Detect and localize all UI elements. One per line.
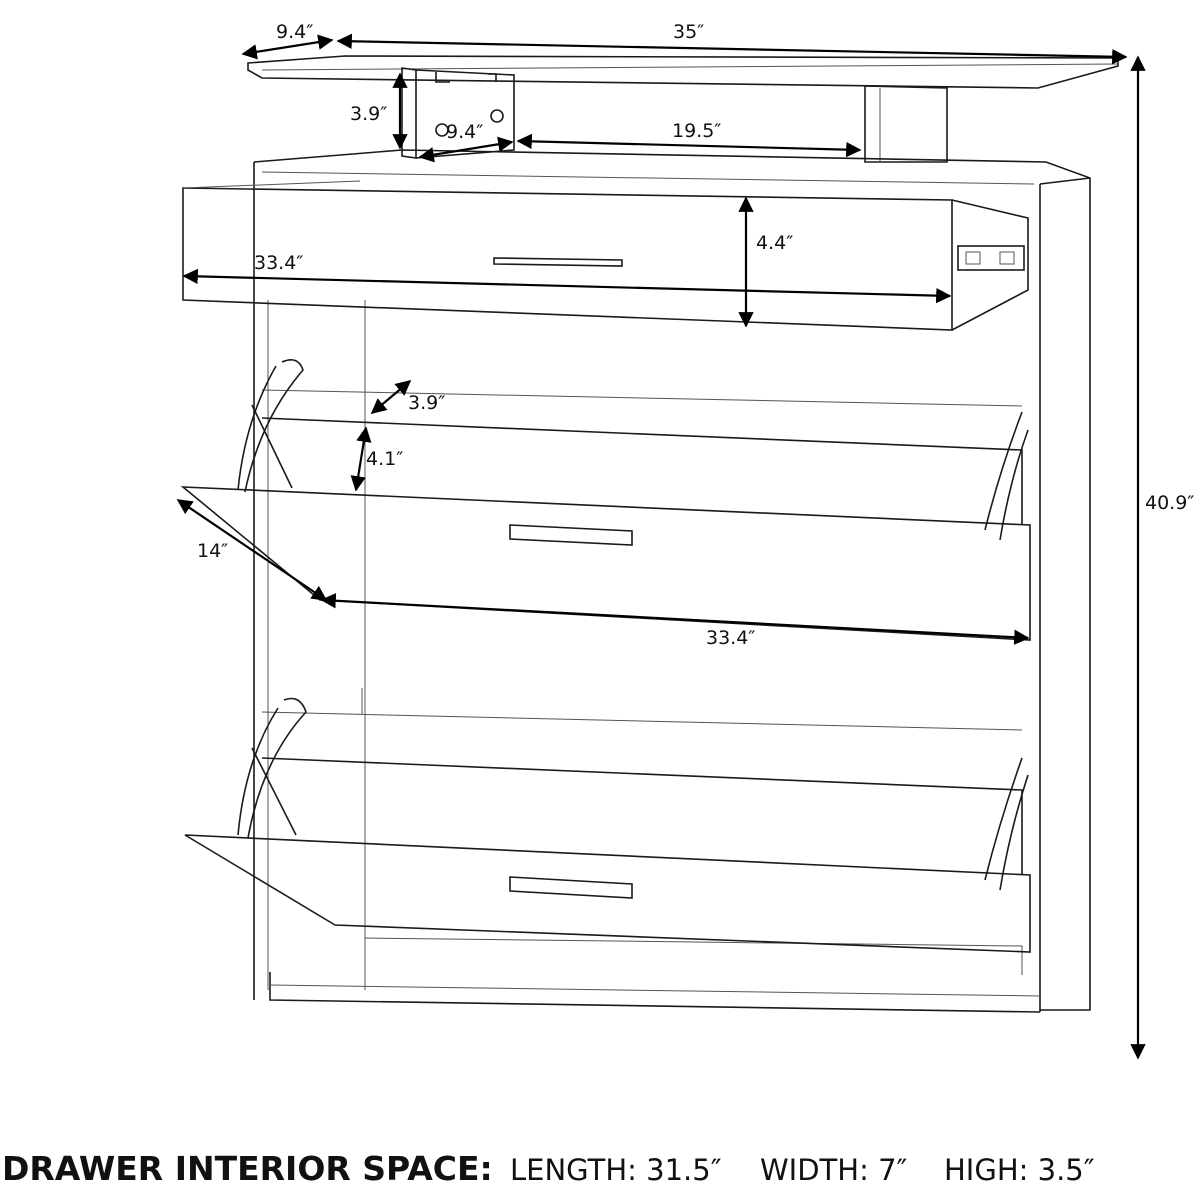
top-width-label: 35″ [673, 21, 704, 43]
caption-title: DRAWER INTERIOR SPACE: [2, 1149, 493, 1188]
flip-depth-label: 14″ [197, 540, 228, 562]
shelf-opening-arrow [516, 133, 862, 158]
flip-width-arrow [320, 593, 1030, 645]
compartment-depth-arrow [370, 380, 412, 414]
drawer-slide-rail [957, 245, 1025, 271]
compartment-depth-label: 3.9″ [408, 392, 445, 414]
shelf-depth-label: 9.4″ [446, 121, 483, 143]
drawer-width-label: 33.4″ [254, 252, 303, 274]
caption-length: LENGTH: 31.5″ [510, 1153, 722, 1187]
compartment-height-arrow [350, 426, 372, 492]
upper-door-handle [509, 524, 633, 546]
plinth [269, 972, 1041, 1013]
cabinet-illustration [180, 55, 1119, 1013]
total-height-label: 40.9″ [1145, 492, 1194, 514]
top-depth-label: 9.4″ [276, 21, 313, 43]
drawer-height-label: 4.4″ [756, 232, 793, 254]
drawer-handle [493, 257, 623, 267]
dimension-labels: 9.4″ 35″ 40.9″ 3.9″ 9.4″ 19.5″ 4.4″ 33.4… [197, 21, 1194, 649]
flip-width-label: 33.4″ [706, 627, 755, 649]
upper-flip-door [180, 486, 1031, 641]
top-width-arrow [336, 33, 1128, 65]
lower-flip-door [184, 834, 1031, 953]
shelf-support-right [864, 85, 948, 163]
caption-high: HIGH: 3.5″ [944, 1153, 1095, 1187]
caption-width: WIDTH: 7″ [760, 1153, 908, 1187]
drawer-width-arrow [182, 268, 952, 304]
shelf-height-label: 3.9″ [350, 103, 387, 125]
cabinet-body-top [253, 149, 1091, 1011]
flip-depth-arrow [176, 499, 328, 601]
dimension-lines [176, 33, 1146, 1060]
shelf-opening-label: 19.5″ [672, 120, 721, 142]
top-board [247, 55, 1119, 89]
compartment-height-label: 4.1″ [366, 448, 403, 470]
drawer-interior-caption: DRAWER INTERIOR SPACE: LENGTH: 31.5″ WID… [2, 1149, 1095, 1188]
shelf-depth-arrow [418, 136, 514, 163]
shelf-support-left [401, 67, 417, 159]
top-depth-arrow [241, 34, 334, 60]
lower-door-handle [509, 876, 633, 899]
